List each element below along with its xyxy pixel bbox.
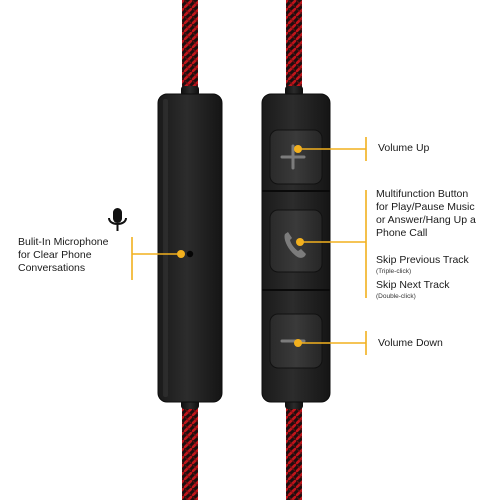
left-cable: [182, 0, 198, 500]
microphone-label: Bulit-In Microphone for Clear Phone Conv…: [18, 236, 108, 275]
phone-handset-icon: [284, 232, 306, 258]
skip-next-hint: (Double-click): [376, 293, 416, 300]
skip-previous-label: Skip Previous Track: [376, 254, 469, 266]
volume-up-callout: [294, 137, 367, 161]
microphone-label-line-2: for Clear Phone: [18, 249, 92, 261]
volume-down-label: Volume Down: [378, 337, 443, 349]
mic-housing-body: [157, 93, 223, 403]
volume-up-button[interactable]: [269, 129, 323, 185]
microphone-label-line-1: Bulit-In Microphone: [18, 236, 109, 248]
multifunction-callout: [296, 190, 367, 298]
multifunction-label-line-3: or Answer/Hang Up a: [376, 214, 476, 226]
microphone-label-line-3: Conversations: [18, 262, 86, 274]
skip-previous-hint: (Triple-click): [376, 268, 412, 275]
multifunction-label-line-2: for Play/Pause Music: [376, 201, 475, 213]
multifunction-label: Multifunction Button for Play/Pause Musi…: [376, 188, 476, 240]
volume-down-callout: [294, 331, 367, 355]
left-cable-bottom: [182, 404, 198, 500]
plus-icon: [280, 144, 306, 170]
multifunction-button-face[interactable]: [269, 209, 323, 273]
volume-up-label: Volume Up: [378, 142, 430, 154]
microphone-housing: [157, 86, 223, 409]
mic-hole: [186, 250, 194, 258]
callouts: [131, 137, 367, 355]
multifunction-label-line-4: Phone Call: [376, 227, 428, 239]
right-cable-top: [286, 0, 302, 92]
microphone-icon: [108, 208, 127, 231]
microphone-callout: [131, 237, 185, 280]
left-cable-top: [182, 0, 198, 92]
mic-housing-highlight: [163, 99, 168, 397]
skip-next-label: Skip Next Track: [376, 279, 450, 291]
right-cable-bottom: [286, 404, 302, 500]
multifunction-label-line-1: Multifunction Button: [376, 188, 469, 200]
multifunction-button[interactable]: [269, 209, 323, 273]
right-cable: [286, 0, 302, 500]
